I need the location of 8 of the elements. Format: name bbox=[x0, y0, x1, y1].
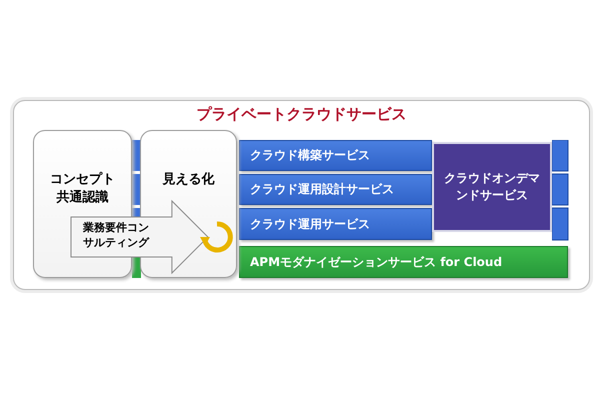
service-band: APMモダナイゼーションサービス for Cloud bbox=[239, 246, 568, 278]
service-band: クラウド構築サービス bbox=[239, 140, 432, 171]
panel-background bbox=[13, 100, 590, 290]
service-box: クラウドオンデマンドサービス bbox=[432, 142, 552, 232]
panel-title: プライベートクラウドサービス bbox=[196, 105, 406, 124]
block-arrow bbox=[70, 200, 209, 274]
service-band: クラウド運用サービス bbox=[239, 208, 432, 240]
service-band: クラウド運用設計サービス bbox=[239, 174, 432, 205]
